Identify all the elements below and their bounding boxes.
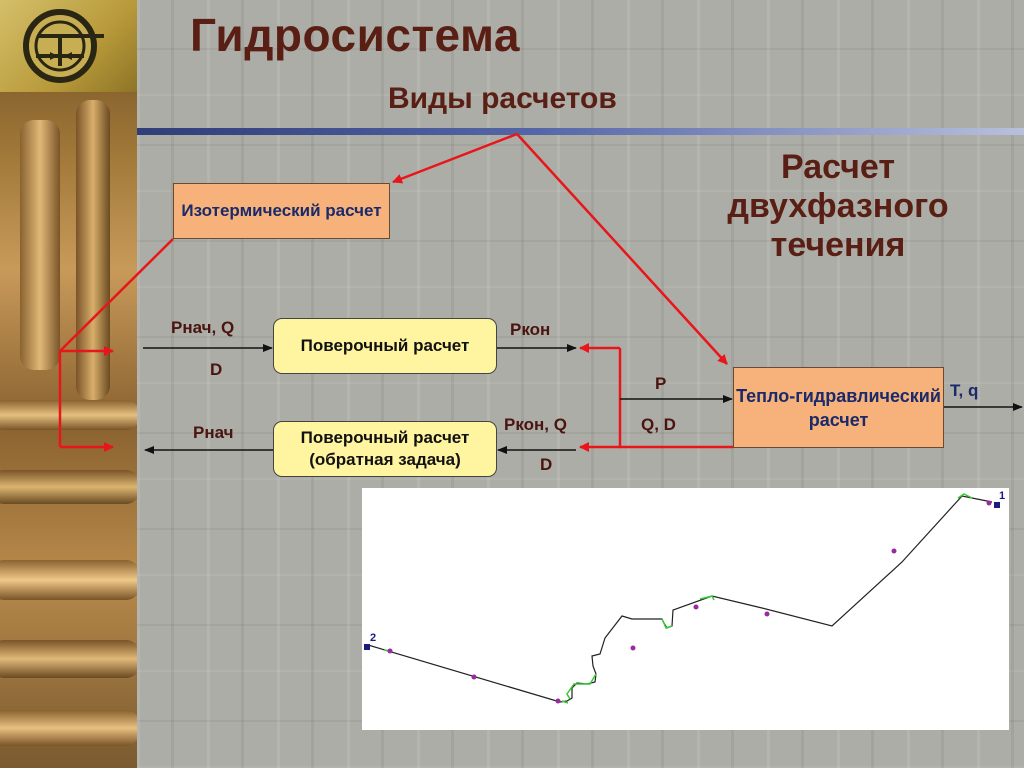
pipe-fittings (383, 493, 973, 704)
logo-emblem-icon (23, 9, 104, 83)
input-pressure-flow-label: Рнач, Q (171, 318, 235, 337)
profile-marker (555, 698, 561, 704)
input-diameter-label: D (210, 360, 223, 379)
profile-marker (471, 674, 477, 680)
start-node-label: 2 (370, 632, 376, 644)
company-logo (0, 0, 137, 92)
inverse-output-pressure-label: Рнач (193, 423, 234, 442)
page-subtitle: Виды расчетов (388, 82, 617, 115)
pipeline-profile-line (367, 495, 993, 703)
profile-marker (693, 604, 699, 610)
profile-marker (891, 548, 897, 554)
decorative-pipes-strip (0, 0, 137, 768)
thermo-input-flow-diameter-label: Q, D (641, 415, 676, 434)
profile-markers (387, 500, 992, 704)
pipeline-profile-plot: 2 1 (364, 490, 1005, 704)
inverse-input-diameter-label: D (540, 455, 553, 474)
isothermal-connector (59, 238, 174, 352)
red-arrow-to-thermo (516, 133, 728, 365)
verification-calculation-box: Поверочный расчет (273, 318, 497, 374)
profile-marker (387, 648, 393, 654)
end-node-marker (994, 502, 1000, 508)
pipeline-profile-panel: 2 1 (362, 488, 1009, 730)
thermo-input-pressure-label: P (655, 374, 667, 393)
inverse-input-pressure-flow-label: Ркон, Q (504, 415, 567, 434)
end-node-label: 1 (999, 490, 1005, 502)
profile-marker (764, 611, 770, 617)
start-node-marker (364, 644, 370, 650)
profile-marker (986, 500, 992, 506)
output-pressure-label: Ркон (510, 320, 551, 339)
two-phase-flow-label: Расчет двухфазного течения (727, 148, 949, 264)
profile-marker (630, 645, 636, 651)
thermo-hydraulic-calculation-box: Тепло-гидравлический расчет (733, 367, 944, 448)
red-arrow-to-isothermal (392, 132, 518, 184)
thermo-output-label: T, q (950, 381, 979, 400)
isothermal-calculation-box: Изотермический расчет (173, 183, 390, 239)
inverse-verification-box: Поверочный расчет (обратная задача) (273, 421, 497, 477)
page-title: Гидросистема (190, 9, 520, 61)
title-divider (137, 128, 1024, 135)
right-red-bus (618, 348, 733, 449)
